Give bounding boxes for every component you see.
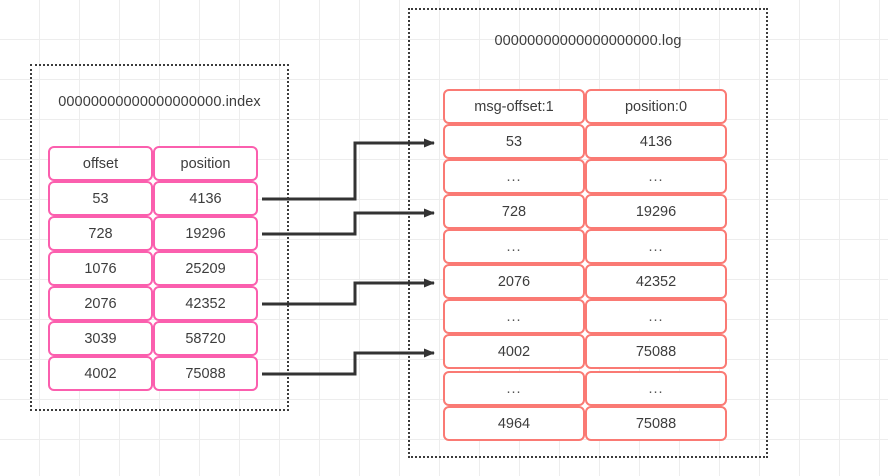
log-table-row: ... ... (443, 299, 727, 334)
log-cell-offset: ... (443, 159, 585, 194)
log-cell-position: 42352 (585, 264, 727, 299)
index-file-container: 00000000000000000000.index (30, 64, 289, 411)
index-table-row: 4002 75088 (48, 356, 258, 391)
index-cell-offset: 53 (48, 181, 153, 216)
index-cell-position: 4136 (153, 181, 258, 216)
log-cell-offset: 53 (443, 124, 585, 159)
index-cell-position: 58720 (153, 321, 258, 356)
log-file-title: 00000000000000000000.log (494, 33, 682, 49)
index-cell-position: 25209 (153, 251, 258, 286)
index-cell-position: 75088 (153, 356, 258, 391)
log-cell-position: ... (585, 159, 727, 194)
index-cell-position: 19296 (153, 216, 258, 251)
log-cell-offset: ... (443, 371, 585, 406)
log-cell-offset: 2076 (443, 264, 585, 299)
log-cell-offset: 4964 (443, 406, 585, 441)
index-table-row: 1076 25209 (48, 251, 258, 286)
index-cell-offset: 2076 (48, 286, 153, 321)
index-table-row: 53 4136 (48, 181, 258, 216)
log-cell-position: 75088 (585, 334, 727, 369)
log-cell-offset: 728 (443, 194, 585, 229)
log-table-bottom: ... ... 4964 75088 (443, 371, 727, 441)
index-cell-offset: 3039 (48, 321, 153, 356)
log-table-row: 4964 75088 (443, 406, 727, 441)
index-header-position: position (153, 146, 258, 181)
log-table-top: msg-offset:1 position:0 53 4136 ... ... … (443, 89, 727, 369)
index-table: offset position 53 4136 728 19296 1076 2… (48, 146, 258, 391)
log-cell-position: 75088 (585, 406, 727, 441)
log-cell-position: ... (585, 229, 727, 264)
index-table-row: 2076 42352 (48, 286, 258, 321)
index-file-title: 00000000000000000000.index (58, 94, 261, 110)
index-table-header-row: offset position (48, 146, 258, 181)
log-table-row: ... ... (443, 371, 727, 406)
index-header-offset: offset (48, 146, 153, 181)
index-cell-offset: 4002 (48, 356, 153, 391)
log-table-row: ... ... (443, 159, 727, 194)
log-table-row: 4002 75088 (443, 334, 727, 369)
log-cell-offset: 4002 (443, 334, 585, 369)
log-table-row: 53 4136 (443, 124, 727, 159)
log-cell-position: ... (585, 371, 727, 406)
log-table-row: 2076 42352 (443, 264, 727, 299)
log-cell-offset: ... (443, 299, 585, 334)
log-table-header-row: msg-offset:1 position:0 (443, 89, 727, 124)
index-cell-offset: 728 (48, 216, 153, 251)
log-cell-position: ... (585, 299, 727, 334)
index-table-row: 3039 58720 (48, 321, 258, 356)
log-cell-position: 4136 (585, 124, 727, 159)
log-table-row: ... ... (443, 229, 727, 264)
index-cell-position: 42352 (153, 286, 258, 321)
log-header-position: position:0 (585, 89, 727, 124)
index-cell-offset: 1076 (48, 251, 153, 286)
log-cell-offset: ... (443, 229, 585, 264)
log-table-row: 728 19296 (443, 194, 727, 229)
log-header-msg-offset: msg-offset:1 (443, 89, 585, 124)
log-cell-position: 19296 (585, 194, 727, 229)
index-table-row: 728 19296 (48, 216, 258, 251)
